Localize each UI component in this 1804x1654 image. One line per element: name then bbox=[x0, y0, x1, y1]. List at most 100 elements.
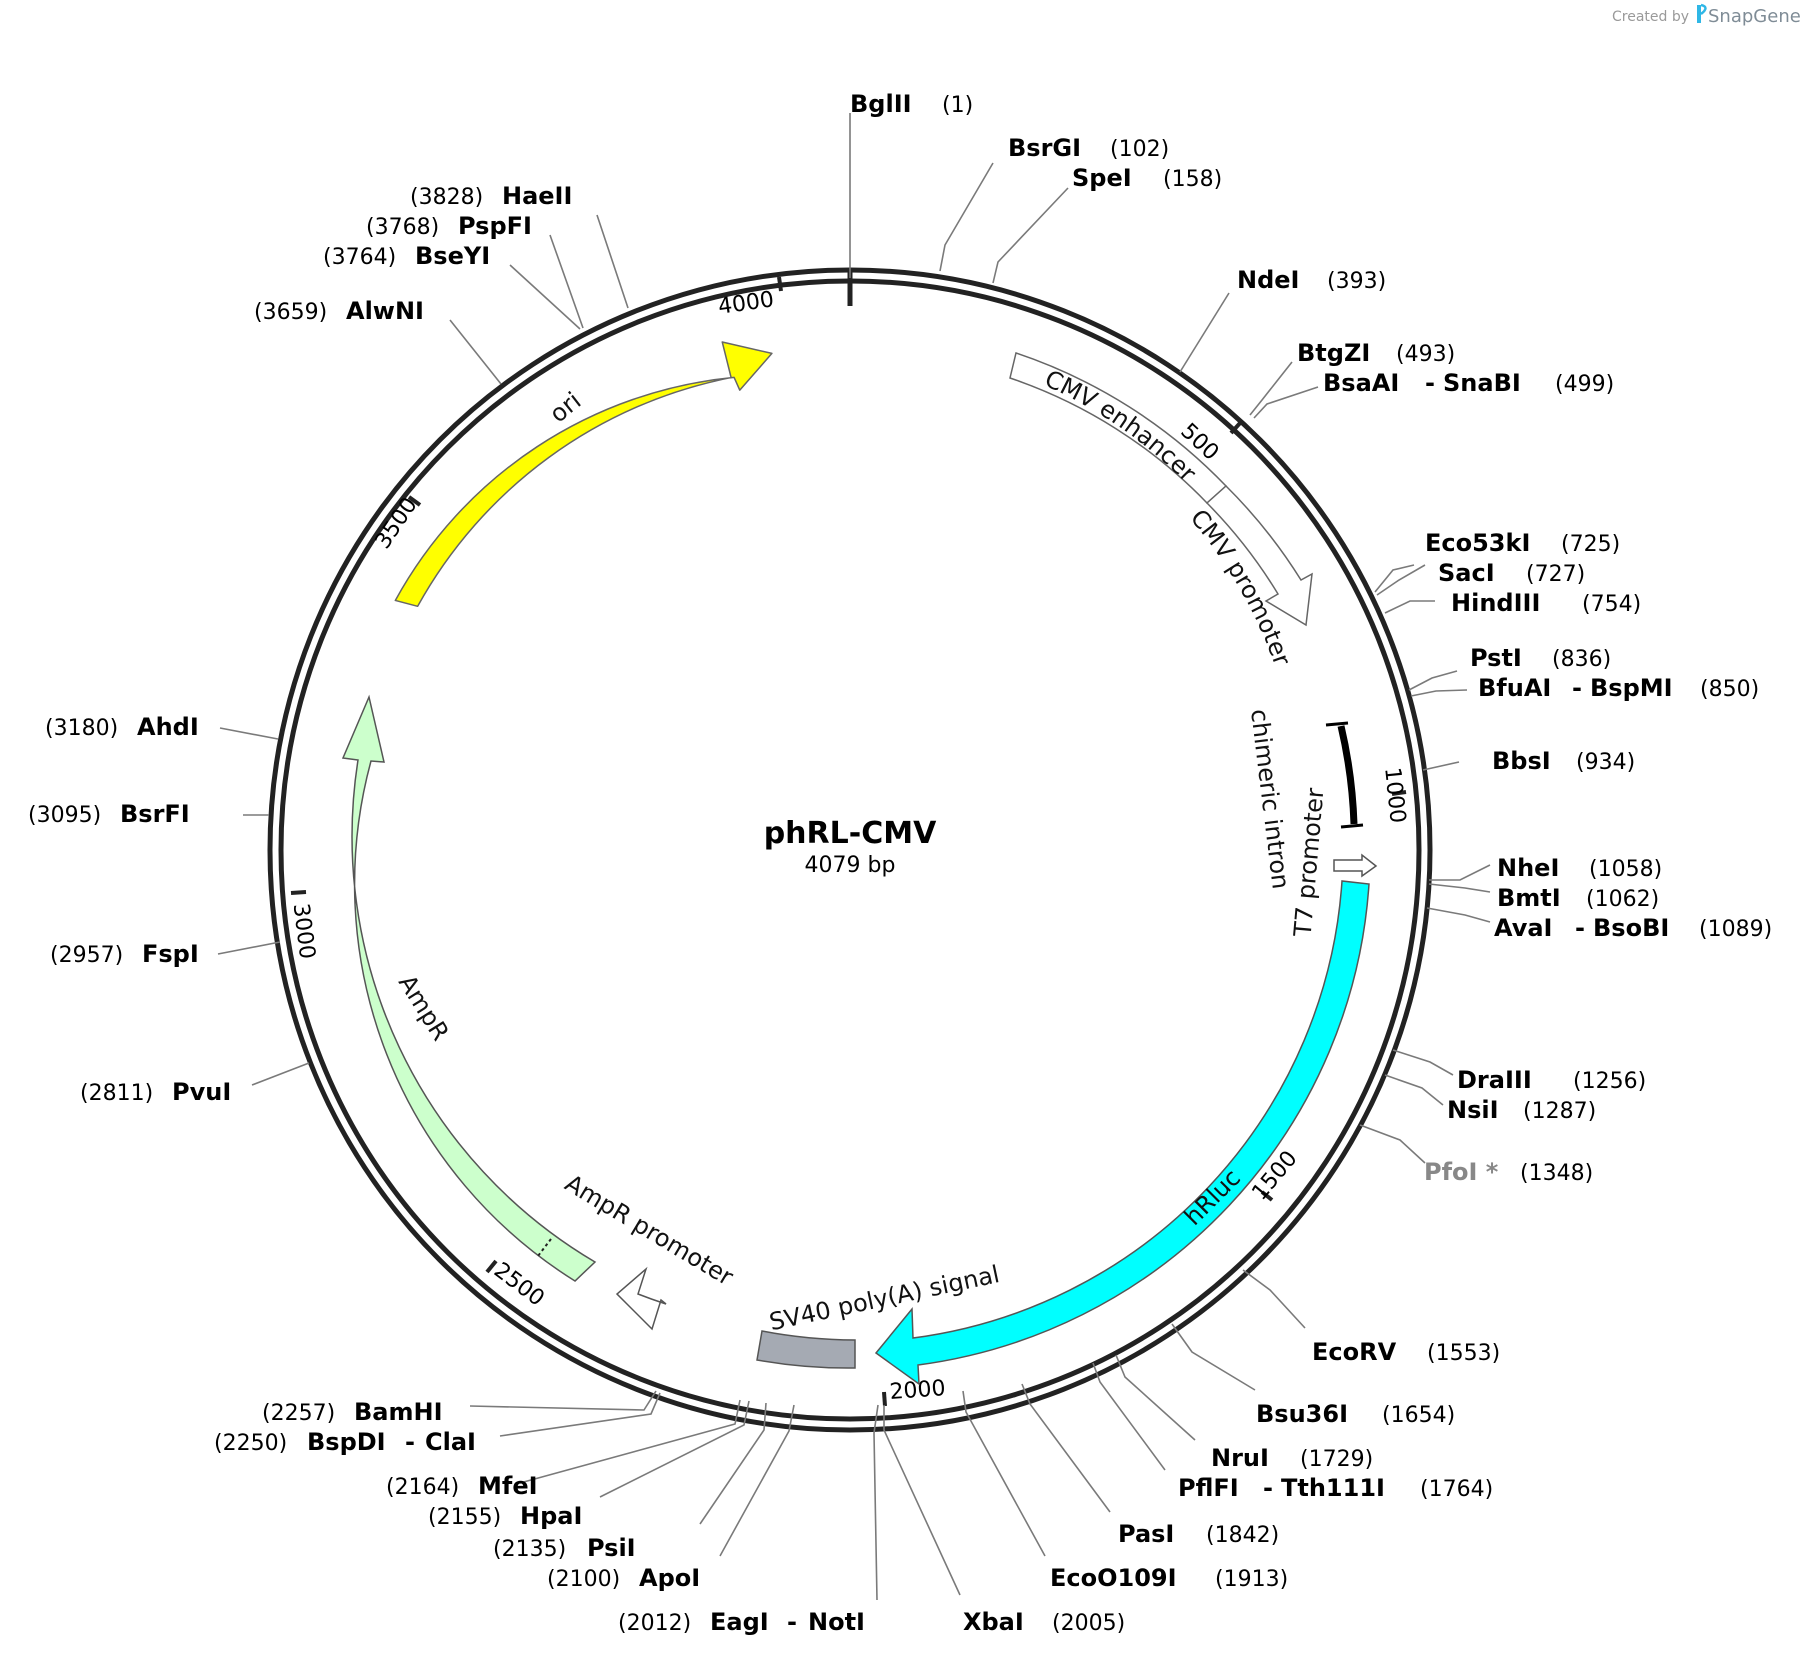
site-label-psii[interactable]: (2135) PsiI bbox=[493, 1534, 636, 1562]
site-label-bbsi[interactable]: BbsI (934) bbox=[1492, 747, 1635, 775]
site-pos: (754) bbox=[1582, 592, 1641, 617]
site-name: SacI bbox=[1438, 559, 1495, 587]
site-pos: (1287) bbox=[1523, 1099, 1596, 1124]
feature-sv40-polya-box[interactable] bbox=[756, 1330, 856, 1369]
site-pos: (1553) bbox=[1427, 1341, 1500, 1366]
site-label-bsrgi[interactable]: BsrGI (102) bbox=[1008, 134, 1169, 162]
site-label-ndei[interactable]: NdeI (393) bbox=[1237, 266, 1386, 294]
site-label-spei[interactable]: SpeI (158) bbox=[1072, 164, 1222, 192]
site-name-2: BsoBI bbox=[1593, 914, 1669, 942]
site-pos: (1) bbox=[942, 93, 973, 118]
site-label-pasi[interactable]: PasI (1842) bbox=[1118, 1520, 1279, 1548]
intron-cap-top bbox=[1325, 721, 1349, 727]
site-label-saci[interactable]: SacI (727) bbox=[1438, 559, 1585, 587]
site-label-draiii[interactable]: DraIII (1256) bbox=[1457, 1066, 1646, 1094]
site-pos: (493) bbox=[1396, 342, 1455, 367]
site-label-haeii[interactable]: (3828) HaeII bbox=[410, 182, 572, 210]
site-name: PsiI bbox=[587, 1534, 636, 1562]
site-name: PstI bbox=[1470, 644, 1522, 672]
site-name: EcoRV bbox=[1312, 1338, 1397, 1366]
svg-text:-: - bbox=[1575, 914, 1585, 942]
site-name: PspFI bbox=[458, 212, 532, 240]
site-label-alwni[interactable]: (3659) AlwNI bbox=[254, 297, 424, 325]
site-label-nsii[interactable]: NsiI (1287) bbox=[1447, 1096, 1596, 1124]
site-pos: (836) bbox=[1552, 647, 1611, 672]
site-pos: (1764) bbox=[1420, 1477, 1493, 1502]
tick-label-4000: 4000 bbox=[717, 287, 776, 320]
site-label-xbai[interactable]: XbaI (2005) bbox=[963, 1608, 1125, 1636]
site-label-bsu36i[interactable]: Bsu36I (1654) bbox=[1256, 1400, 1455, 1428]
feature-cmv-promoter-arrow[interactable] bbox=[1205, 484, 1313, 627]
site-pos: (1062) bbox=[1586, 887, 1659, 912]
plasmid-length: 4079 bp bbox=[805, 853, 896, 878]
site-label-pvui[interactable]: (2811) PvuI bbox=[80, 1078, 231, 1106]
site-pos: (2257) bbox=[262, 1401, 335, 1426]
site-name: BsrFI bbox=[120, 800, 190, 828]
site-pos: (727) bbox=[1526, 562, 1585, 587]
site-name: BtgZI bbox=[1297, 339, 1370, 367]
feature-hrluc-arrow[interactable] bbox=[874, 880, 1370, 1386]
site-pos: (2155) bbox=[428, 1505, 501, 1530]
site-label-ahdi[interactable]: (3180) AhdI bbox=[45, 713, 199, 741]
site-name: EcoO109I bbox=[1050, 1564, 1177, 1592]
site-label-hindiii[interactable]: HindIII (754) bbox=[1451, 589, 1641, 617]
feature-ampr-arrow[interactable] bbox=[341, 694, 597, 1282]
site-leaders bbox=[217, 113, 1491, 1601]
site-label-eco53ki[interactable]: Eco53kI (725) bbox=[1425, 529, 1620, 557]
site-label-fspi[interactable]: (2957) FspI bbox=[50, 940, 199, 968]
site-pos: (393) bbox=[1327, 269, 1386, 294]
site-label-bfuai-bspmi[interactable]: BfuAI - BspMI (850) bbox=[1478, 674, 1759, 702]
site-label-pfoi[interactable]: PfoI * (1348) bbox=[1424, 1158, 1593, 1186]
site-name: NdeI bbox=[1237, 266, 1299, 294]
site-label-bspdi-clai[interactable]: (2250) BspDI - ClaI bbox=[214, 1428, 476, 1456]
site-label-bmti[interactable]: BmtI (1062) bbox=[1497, 884, 1659, 912]
site-pos: (1348) bbox=[1520, 1161, 1593, 1186]
site-label-bsrfi[interactable]: (3095) BsrFI bbox=[28, 800, 190, 828]
site-label-avai-bsobi[interactable]: AvaI - BsoBI (1089) bbox=[1494, 914, 1772, 942]
svg-text:-: - bbox=[787, 1608, 797, 1636]
site-label-apoi[interactable]: (2100) ApoI bbox=[547, 1564, 700, 1592]
site-label-ecorv[interactable]: EcoRV (1553) bbox=[1312, 1338, 1500, 1366]
site-label-nhei[interactable]: NheI (1058) bbox=[1497, 854, 1662, 882]
site-pos: (3764) bbox=[323, 245, 396, 270]
site-name-2: Tth111I bbox=[1281, 1474, 1385, 1502]
site-label-pspfi[interactable]: (3768) PspFI bbox=[366, 212, 532, 240]
site-label-pflfi-tth111i[interactable]: PflFI - Tth111I (1764) bbox=[1178, 1474, 1493, 1502]
site-pos: (2012) bbox=[618, 1611, 691, 1636]
site-label-bsaai-snabi[interactable]: BsaAI - SnaBI (499) bbox=[1323, 369, 1614, 397]
tick-label-3500: 3500 bbox=[371, 493, 423, 553]
plasmid-name: phRL-CMV bbox=[764, 816, 937, 851]
site-label-nrui[interactable]: NruI (1729) bbox=[1211, 1444, 1373, 1472]
site-name: BmtI bbox=[1497, 884, 1561, 912]
site-name: AvaI bbox=[1494, 914, 1553, 942]
site-pos: (3659) bbox=[254, 300, 327, 325]
site-name: BsrGI bbox=[1008, 134, 1081, 162]
site-label-bglii[interactable]: BglII (1) bbox=[850, 90, 973, 118]
site-label-mfei[interactable]: (2164) MfeI bbox=[386, 1472, 538, 1500]
feature-ampr-promoter-arrow[interactable] bbox=[615, 1266, 667, 1331]
site-name: NheI bbox=[1497, 854, 1559, 882]
site-pos: (2005) bbox=[1052, 1611, 1125, 1636]
site-pos: (2250) bbox=[214, 1431, 287, 1456]
site-pos: (850) bbox=[1700, 677, 1759, 702]
feature-chimeric-intron-bar[interactable] bbox=[1337, 725, 1358, 825]
site-name: BglII bbox=[850, 90, 912, 118]
site-label-btgzi[interactable]: BtgZI (493) bbox=[1297, 339, 1455, 367]
feature-t7-promoter-arrow[interactable] bbox=[1333, 853, 1378, 878]
site-label-hpai[interactable]: (2155) HpaI bbox=[428, 1502, 582, 1530]
site-label-bseyi[interactable]: (3764) BseYI bbox=[323, 242, 490, 270]
feature-ori-arrow[interactable] bbox=[383, 339, 784, 608]
site-label-eagi-noti[interactable]: (2012) EagI - NotI bbox=[618, 1608, 865, 1636]
site-pos: (3828) bbox=[410, 185, 483, 210]
label-sv40-polya: SV40 poly(A) signal bbox=[767, 1260, 1002, 1336]
site-label-ecoo109i[interactable]: EcoO109I (1913) bbox=[1050, 1564, 1288, 1592]
label-t7-promoter: T7 promoter bbox=[1289, 787, 1330, 939]
intron-cap-bottom bbox=[1340, 823, 1364, 829]
site-label-bamhi[interactable]: (2257) BamHI bbox=[262, 1398, 443, 1426]
site-label-psti[interactable]: PstI (836) bbox=[1470, 644, 1611, 672]
label-chimeric-intron: chimeric intron bbox=[1245, 707, 1295, 890]
site-name: MfeI bbox=[478, 1472, 538, 1500]
site-name: NsiI bbox=[1447, 1096, 1499, 1124]
svg-text:-: - bbox=[405, 1428, 415, 1456]
site-pos: (1089) bbox=[1699, 917, 1772, 942]
